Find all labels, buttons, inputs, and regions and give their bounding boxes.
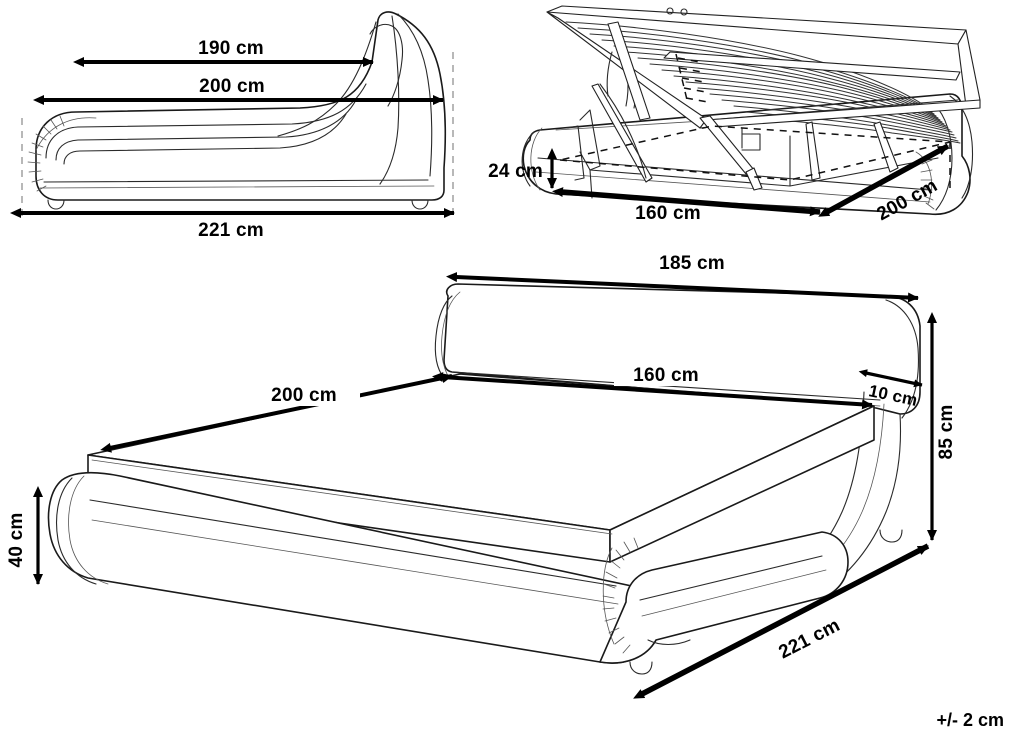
dim-200cm-main-label: 200 cm [271, 385, 337, 406]
dim-85cm-label: 85 cm [936, 405, 957, 460]
dim-160cm-base-label: 160 cm [635, 203, 701, 224]
dim-160cm-main-label: 160 cm [633, 365, 699, 386]
dim-185cm: 185 cm [446, 250, 919, 303]
dim-40cm-label: 40 cm [6, 513, 27, 568]
dim-221cm-side-label: 221 cm [198, 220, 264, 241]
dim-200cm-main: 200 cm [100, 373, 453, 453]
dim-190cm: 190 cm [73, 36, 374, 67]
tolerance-note-label: +/- 2 cm [936, 710, 1004, 730]
dim-221cm-side: 221 cm [10, 208, 455, 241]
dim-190cm-label: 190 cm [198, 38, 264, 59]
dim-200cm-side-label: 200 cm [199, 76, 265, 97]
dim-24cm: 24 cm [488, 148, 557, 189]
main-perspective-view: 185 cm 160 cm 10 cm 200 cm 85 cm 40 cm [6, 250, 957, 699]
dim-160cm-main: 160 cm [432, 362, 873, 410]
dim-200cm-side: 200 cm [33, 74, 444, 105]
dim-85cm: 85 cm [927, 312, 957, 541]
lifted-base-view: 24 cm 160 cm 200 cm [488, 5, 981, 225]
dim-24cm-label: 24 cm [488, 161, 543, 182]
dim-185cm-label: 185 cm [659, 253, 725, 274]
dim-40cm: 40 cm [6, 486, 43, 585]
tolerance-note: +/- 2 cm [936, 710, 1004, 730]
dim-160cm-base: 160 cm [552, 187, 821, 224]
side-elevation-view: 190 cm 200 cm 221 cm [10, 11, 455, 241]
